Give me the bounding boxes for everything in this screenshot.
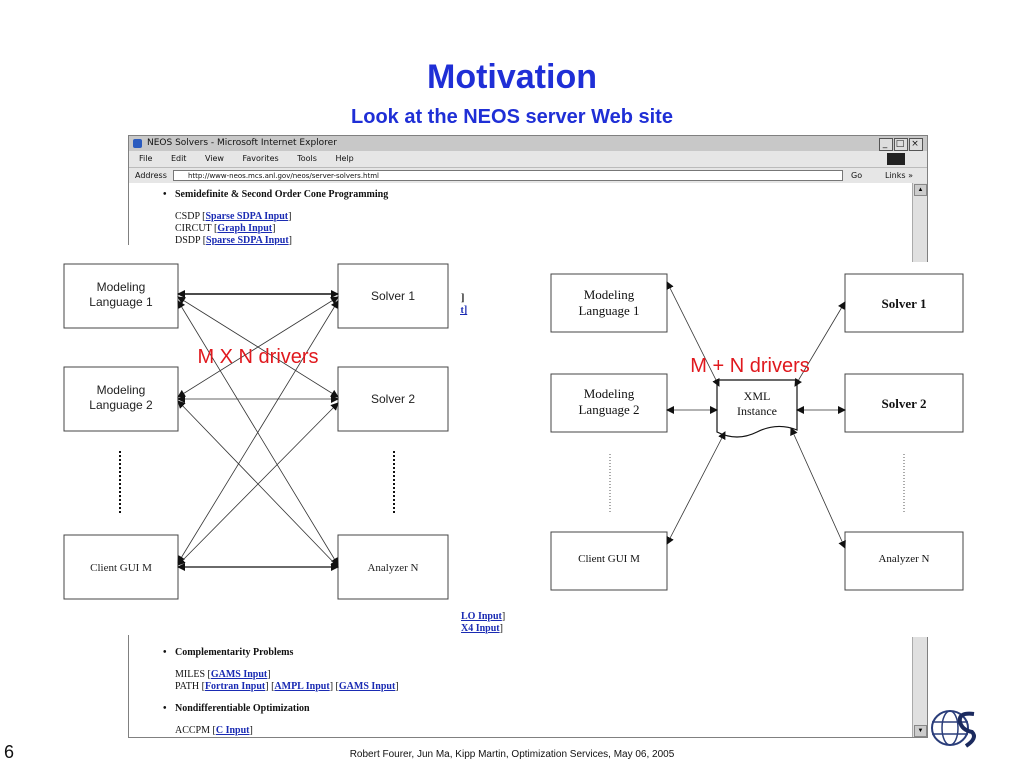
menu-view[interactable]: View bbox=[204, 154, 224, 163]
links-button[interactable]: Links » bbox=[885, 171, 913, 180]
node-analyzer bbox=[337, 534, 449, 600]
link-path-ampl[interactable]: AMPL Input bbox=[274, 681, 330, 692]
menu-file[interactable]: File bbox=[139, 154, 153, 163]
section-heading-nondiff: Nondifferentiable Optimization bbox=[175, 703, 310, 714]
bullet-icon: • bbox=[163, 189, 167, 200]
bullet-icon: • bbox=[163, 703, 167, 714]
partial-link-3[interactable]: LO Input bbox=[461, 611, 502, 622]
link-csdp[interactable]: Sparse SDPA Input bbox=[205, 211, 289, 222]
label-solver-2: Solver 2 bbox=[882, 396, 927, 411]
node-solver-1 bbox=[337, 263, 449, 329]
node-solver-2 bbox=[337, 366, 449, 432]
node-modeling-language-1 bbox=[550, 273, 668, 333]
slide-subtitle: Look at the NEOS server Web site bbox=[351, 106, 673, 128]
link-circut[interactable]: Graph Input bbox=[217, 223, 273, 234]
node-modeling-language-1 bbox=[63, 263, 179, 329]
link-path-fortran[interactable]: Fortran Input bbox=[204, 681, 266, 692]
label-mxn-drivers: M X N drivers bbox=[197, 346, 318, 368]
menu-help[interactable]: Help bbox=[335, 154, 354, 163]
label-solver-1: Solver 1 bbox=[882, 296, 927, 311]
scroll-down-icon[interactable]: ▼ bbox=[914, 725, 927, 737]
label-client-gui: Client GUI M bbox=[90, 562, 152, 574]
link-accpm[interactable]: C Input bbox=[215, 725, 250, 736]
address-bar: Address http://www-neos.mcs.anl.gov/neos… bbox=[129, 167, 927, 183]
page-number: 6 bbox=[4, 742, 15, 762]
section-heading-complementarity: Complementarity Problems bbox=[175, 647, 294, 658]
maximize-button[interactable]: □ bbox=[894, 138, 908, 151]
node-modeling-language-2 bbox=[63, 366, 179, 432]
menu-favorites[interactable]: Favorites bbox=[242, 154, 279, 163]
node-modeling-language-2 bbox=[550, 373, 668, 433]
label-mpn-drivers: M + N drivers bbox=[690, 355, 809, 377]
menu-bar: File Edit View Favorites Tools Help bbox=[129, 151, 927, 167]
node-client-gui bbox=[550, 531, 668, 591]
page-content: • Semidefinite & Second Order Cone Progr… bbox=[163, 189, 506, 736]
label-analyzer: Analyzer N bbox=[878, 553, 929, 565]
node-analyzer bbox=[844, 531, 964, 591]
solver-name-dsdp: DSDP bbox=[175, 235, 201, 246]
menu-edit[interactable]: Edit bbox=[170, 154, 187, 163]
label-client-gui: Client GUI M bbox=[578, 553, 640, 565]
go-button[interactable]: Go bbox=[851, 171, 863, 180]
bullet-icon: • bbox=[163, 647, 167, 658]
node-solver-2 bbox=[844, 373, 964, 433]
link-path-gams[interactable]: GAMS Input bbox=[338, 681, 396, 692]
optimization-services-logo bbox=[928, 708, 978, 755]
window-title: NEOS Solvers - Microsoft Internet Explor… bbox=[147, 138, 337, 148]
partial-link-1: ] bbox=[461, 293, 465, 304]
solver-name-accpm: ACCPM bbox=[175, 725, 211, 736]
partial-link-4[interactable]: X4 Input bbox=[461, 623, 500, 634]
link-miles[interactable]: GAMS Input bbox=[210, 669, 268, 680]
mpn-connections bbox=[666, 281, 846, 549]
label-solver-2: Solver 2 bbox=[371, 392, 415, 406]
solver-name-miles: MILES bbox=[175, 669, 205, 680]
scroll-up-icon[interactable]: ▲ bbox=[914, 184, 927, 196]
slide-title: Motivation bbox=[427, 58, 597, 96]
globe-logo-icon bbox=[931, 710, 976, 748]
windows-logo-icon bbox=[887, 153, 905, 165]
ie-icon bbox=[133, 139, 142, 148]
label-analyzer: Analyzer N bbox=[367, 562, 418, 574]
solver-name-csdp: CSDP bbox=[175, 211, 200, 222]
solver-name-path: PATH bbox=[175, 681, 200, 692]
browser-titlebar: NEOS Solvers - Microsoft Internet Explor… bbox=[129, 136, 927, 151]
label-solver-1: Solver 1 bbox=[371, 289, 415, 303]
minimize-button[interactable]: _ bbox=[879, 138, 893, 151]
close-button[interactable]: × bbox=[909, 138, 923, 151]
node-client-gui bbox=[63, 534, 179, 600]
footer-text: Robert Fourer, Jun Ma, Kipp Martin, Opti… bbox=[349, 749, 675, 760]
address-input[interactable]: http://www-neos.mcs.anl.gov/neos/server-… bbox=[173, 170, 843, 181]
section-heading-sdp: Semidefinite & Second Order Cone Program… bbox=[175, 189, 389, 200]
address-label: Address bbox=[135, 171, 167, 180]
menu-tools[interactable]: Tools bbox=[297, 154, 317, 163]
solver-name-circut: CIRCUT bbox=[175, 223, 212, 234]
partial-link-2[interactable]: ut] bbox=[455, 305, 468, 316]
link-dsdp[interactable]: Sparse SDPA Input bbox=[206, 235, 289, 246]
mxn-connections bbox=[177, 290, 339, 571]
